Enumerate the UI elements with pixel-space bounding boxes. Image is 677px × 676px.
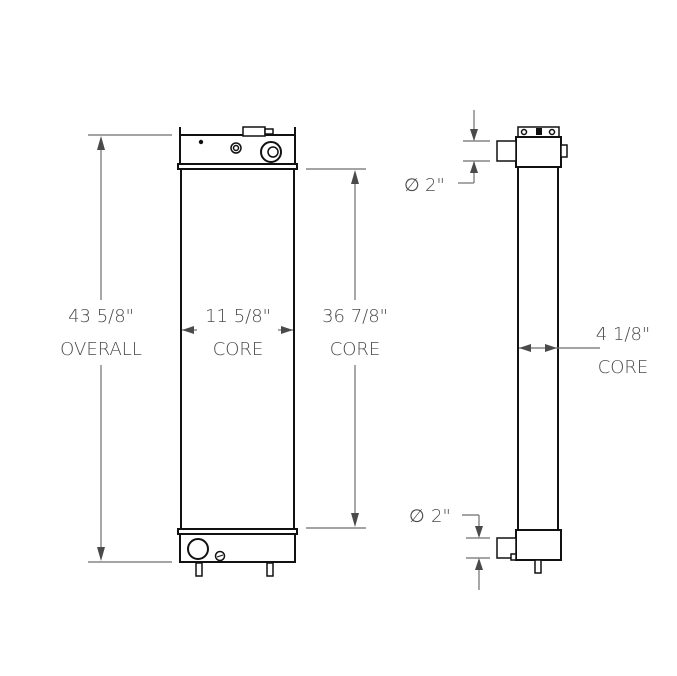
core-height-value: 36 7/8" bbox=[322, 306, 388, 327]
front-view: 43 5/8" OVERALL 11 5/8" CORE 36 7/8" COR… bbox=[60, 126, 388, 577]
core-depth-caption: CORE bbox=[598, 357, 649, 378]
overall-height-dimension bbox=[88, 134, 172, 563]
core-width-caption: CORE bbox=[213, 339, 264, 360]
side-top-tank bbox=[496, 126, 568, 168]
bottom-tank bbox=[177, 528, 298, 577]
overall-height-value: 43 5/8" bbox=[68, 306, 134, 327]
inlet-diameter-dimension bbox=[458, 110, 490, 184]
core-width-dimension bbox=[182, 326, 293, 334]
overall-height-caption: OVERALL bbox=[60, 339, 142, 360]
outlet-diameter-dimension bbox=[462, 514, 490, 590]
side-bottom-tank bbox=[496, 529, 562, 574]
outlet-diameter-symbol: ∅ bbox=[409, 506, 425, 527]
outlet-diameter-value: 2" bbox=[431, 506, 451, 527]
inlet-diameter-symbol: ∅ bbox=[404, 175, 420, 196]
core-width-value: 11 5/8" bbox=[205, 306, 271, 327]
sensor-dot bbox=[198, 139, 204, 145]
top-tank bbox=[177, 126, 298, 170]
core-height-dimension bbox=[306, 168, 366, 529]
core-height-caption: CORE bbox=[330, 339, 381, 360]
side-view: 4 1/8" CORE ∅ 2" ∅ 2" bbox=[404, 110, 650, 590]
core-depth-value: 4 1/8" bbox=[596, 324, 650, 345]
core-depth-dimension bbox=[519, 344, 600, 352]
inlet-diameter-value: 2" bbox=[425, 175, 445, 196]
front-core bbox=[180, 168, 295, 531]
